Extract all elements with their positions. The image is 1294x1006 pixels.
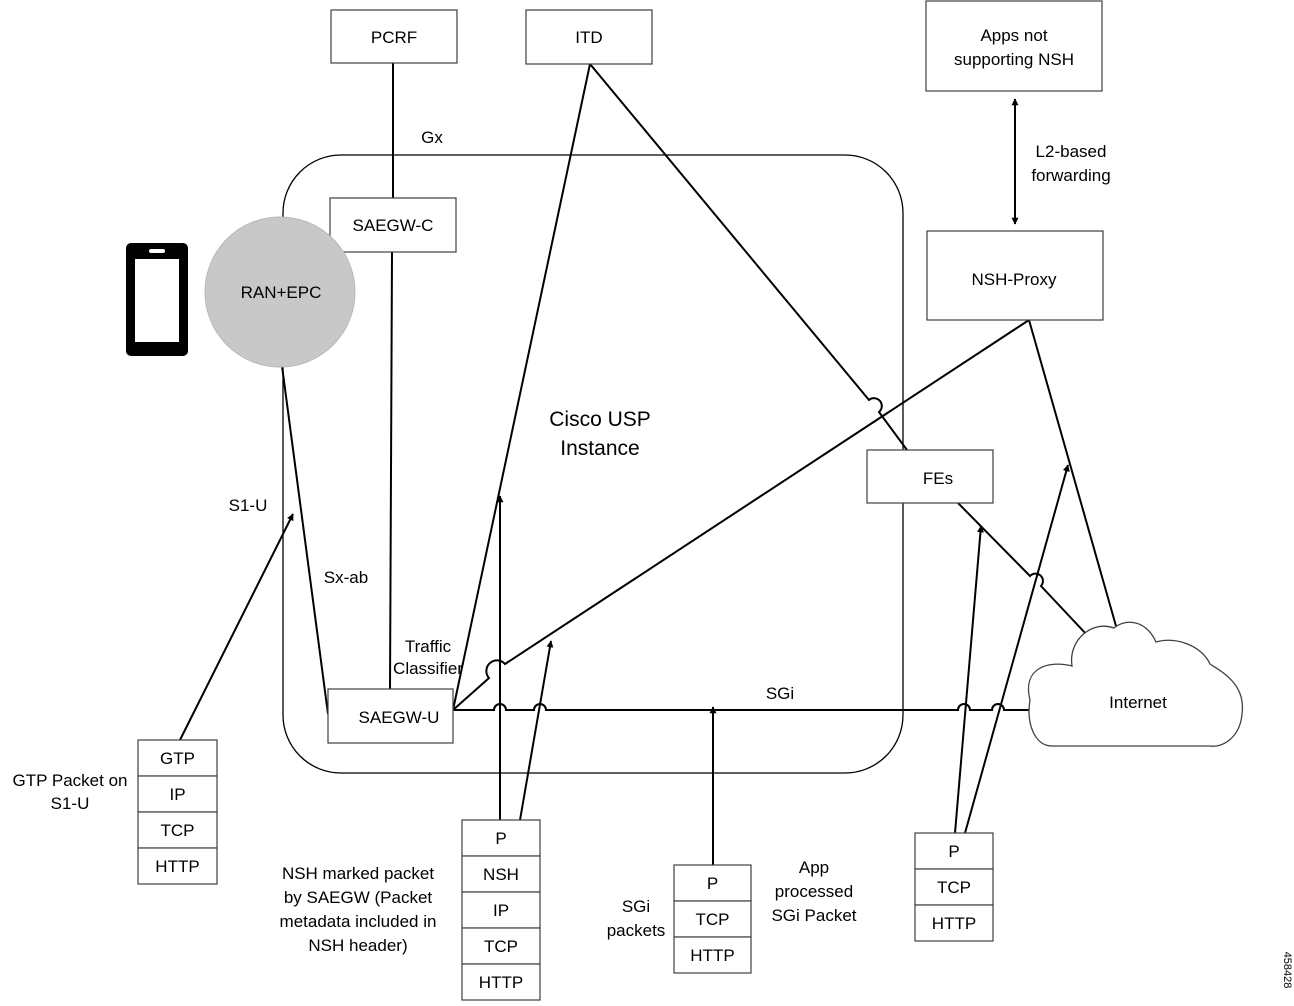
sxab-link <box>389 251 393 690</box>
gtp-stack-cell <box>137 847 218 885</box>
gtp-stack-layer-label: GTP <box>160 749 195 768</box>
l2-forwarding-label: L2-based <box>1036 142 1107 161</box>
app-packet-stack: P TCP HTTP <box>914 832 994 942</box>
saegw-c-label: SAEGW-C <box>353 216 434 235</box>
fes-label: FEs <box>923 469 953 488</box>
saegw-u-node: SAEGW-U <box>327 688 454 744</box>
itd-to-fes-link <box>589 63 908 451</box>
gtp-stack-layer-label: IP <box>169 785 185 804</box>
ran-epc-circle <box>204 216 356 368</box>
sgi-stack-cell <box>673 864 752 902</box>
nsh-stack-layer-label: IP <box>493 901 509 920</box>
nsh-stack-layer-label: P <box>495 829 506 848</box>
fes-node: FEs <box>866 449 994 504</box>
sxab-label: Sx-ab <box>324 568 368 587</box>
traffic-classifier-label-2: Classifier <box>393 659 463 678</box>
nsh-packet-stack: P NSH IP TCP HTTP <box>461 819 541 1001</box>
nsh-proxy-label: NSH-Proxy <box>971 270 1057 289</box>
itd-to-saegw-u-link <box>452 63 591 711</box>
app-caption-3: SGi Packet <box>771 906 856 925</box>
gx-label: Gx <box>421 128 443 147</box>
app-stack-layer-label: P <box>948 842 959 861</box>
app-stack-cell <box>914 904 994 942</box>
gtp-packet-stack: GTP IP TCP HTTP <box>137 739 218 885</box>
connections <box>281 63 1117 715</box>
cloud-icon: Internet <box>1027 621 1244 747</box>
nsh-stack-cell <box>461 855 541 893</box>
nsh-stack-cell <box>461 963 541 1001</box>
ran-epc-node: RAN+EPC <box>204 216 356 368</box>
nsh-proxy-node: NSH-Proxy <box>926 230 1104 321</box>
nsh-caption-3: metadata included in <box>280 912 437 931</box>
gtp-stack-cell <box>137 775 218 813</box>
pcrf-label: PCRF <box>371 28 417 47</box>
app-caption-2: processed <box>775 882 853 901</box>
apps-not-supporting-nsh-label: Apps not <box>980 26 1047 45</box>
app-packet-arrow-1 <box>954 525 984 834</box>
saegw-u-to-nsh-proxy-link <box>452 319 1030 711</box>
nsh-proxy-to-internet-link <box>1028 319 1117 627</box>
nsh-caption-2: by SAEGW (Packet <box>284 888 433 907</box>
pcrf-node: PCRF <box>330 9 458 64</box>
app-caption: App <box>799 858 829 877</box>
gtp-stack-cell <box>137 811 218 849</box>
gtp-stack-layer-label: TCP <box>161 821 195 840</box>
ran-epc-label: RAN+EPC <box>241 283 322 302</box>
nsh-stack-layer-label: TCP <box>484 937 518 956</box>
saegw-u-label: SAEGW-U <box>359 708 440 727</box>
figure-id: 458428 <box>1281 952 1293 989</box>
s1u-link <box>281 365 329 715</box>
apps-not-supporting-nsh-node: Apps not supporting NSH <box>925 0 1103 92</box>
sgi-stack-layer-label: HTTP <box>690 946 734 965</box>
sgi-stack-layer-label: TCP <box>696 910 730 929</box>
itd-node: ITD <box>525 9 653 65</box>
nsh-stack-layer-label: NSH <box>483 865 519 884</box>
nsh-caption: NSH marked packet <box>282 864 434 883</box>
l2-forwarding-label-2: forwarding <box>1031 166 1110 185</box>
nsh-stack-cell <box>461 819 541 857</box>
cisco-usp-instance-title-2: Instance <box>560 437 639 460</box>
apps-not-supporting-nsh-label-2: supporting NSH <box>954 50 1074 69</box>
gtp-caption: GTP Packet on <box>13 771 128 790</box>
cisco-usp-instance-title: Cisco USP <box>549 408 651 431</box>
sgi-label: SGi <box>766 684 794 703</box>
sgi-link <box>454 703 1030 711</box>
sgi-packet-stack: P TCP HTTP <box>673 864 752 974</box>
packet-arrows <box>179 464 1070 865</box>
nsh-packet-arrow-2 <box>519 640 554 821</box>
smartphone-icon <box>126 243 188 356</box>
gtp-caption-2: S1-U <box>51 794 90 813</box>
gtp-stack-layer-label: HTTP <box>155 857 199 876</box>
s1u-label: S1-U <box>229 496 268 515</box>
sgi-caption-2: packets <box>607 921 666 940</box>
gtp-stack-cell <box>137 739 218 777</box>
sgi-stack-layer-label: P <box>707 874 718 893</box>
traffic-classifier-label: Traffic <box>405 637 452 656</box>
app-stack-layer-label: TCP <box>937 878 971 897</box>
nsh-stack-layer-label: HTTP <box>479 973 523 992</box>
app-packet-arrow-2 <box>964 464 1070 834</box>
nsh-caption-4: NSH header) <box>308 936 407 955</box>
saegw-c-node: SAEGW-C <box>329 197 457 253</box>
gtp-packet-arrow <box>179 513 294 741</box>
sgi-stack-cell <box>673 936 752 974</box>
fes-to-internet-link <box>957 502 1089 637</box>
sgi-caption: SGi <box>622 897 650 916</box>
internet-label: Internet <box>1109 693 1167 712</box>
itd-label: ITD <box>575 28 602 47</box>
app-stack-layer-label: HTTP <box>932 914 976 933</box>
